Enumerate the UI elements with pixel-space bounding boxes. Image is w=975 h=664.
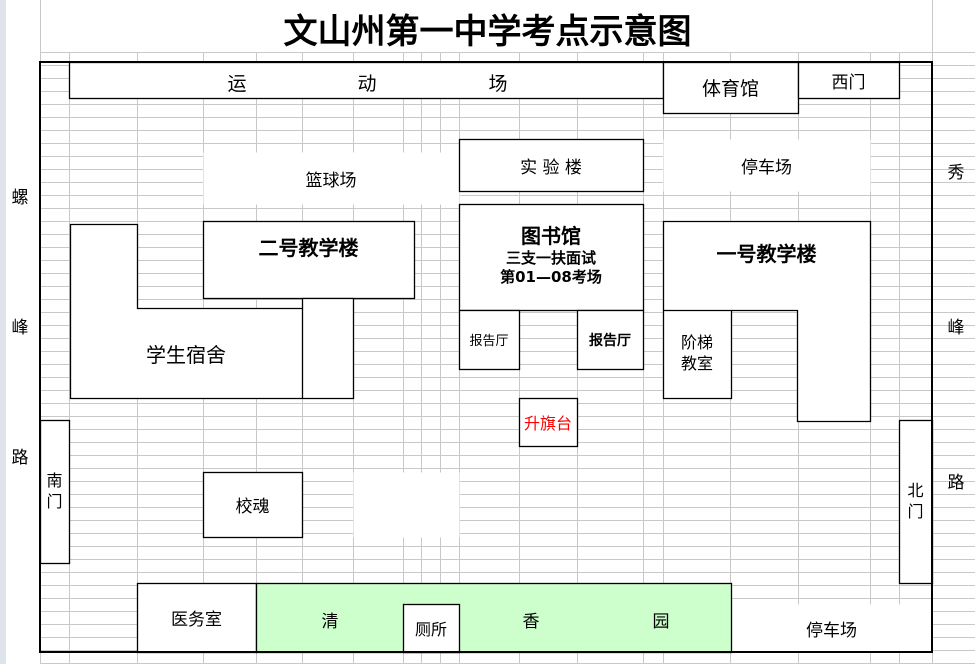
clinic-area [136, 582, 258, 654]
gym: 体育馆 [701, 78, 759, 100]
parking-top-area [663, 139, 871, 192]
building-1-area [662, 220, 872, 423]
clinic: 医务室 [171, 610, 222, 630]
road-right-2: 峰 [947, 317, 965, 338]
parking-bottom: 停车场 [806, 620, 857, 641]
basketball-court: 篮球场 [305, 170, 357, 191]
road-right-3: 路 [947, 472, 965, 493]
building-2-area [202, 220, 416, 300]
flag-platform-area [518, 397, 579, 448]
library-note-2: 第01—08考场 [500, 268, 602, 286]
hall-right: 报告厅 [589, 332, 631, 349]
gym-area [662, 61, 800, 115]
building-1: 一号教学楼 [716, 241, 817, 266]
parking-bottom-area [731, 604, 933, 653]
school-spirit: 校魂 [235, 497, 270, 517]
lab-building: 实 验 楼 [520, 157, 582, 178]
lecture-hall-line-2: 教室 [680, 354, 713, 373]
flag-platform: 升旗台 [523, 414, 572, 433]
south-gate-line-2: 门 [46, 491, 63, 511]
west-gate: 西门 [831, 72, 866, 93]
basketball-court-area [203, 152, 460, 205]
dormitory: 学生宿舍 [146, 342, 226, 367]
north-gate-line-1: 北 [907, 480, 924, 500]
sports-field-label-1: 运 [227, 72, 247, 95]
hall-left-area [458, 309, 521, 371]
road-right-1: 秀 [947, 162, 965, 183]
open-area [353, 472, 460, 538]
garden-label-2: 香 [522, 611, 540, 632]
road-left-2: 峰 [11, 317, 29, 338]
toilet-area [402, 603, 461, 654]
lecture-hall: 阶梯 教室 [663, 310, 731, 398]
north-gate: 北 门 [899, 420, 932, 583]
sports-field-label-3: 场 [488, 72, 508, 95]
hall-right-area [576, 309, 645, 371]
south-gate-line-1: 南 [46, 470, 63, 490]
library-name: 图书馆 [521, 223, 581, 248]
hall-left: 报告厅 [469, 334, 509, 349]
south-gate: 南 门 [40, 420, 69, 563]
library-area [458, 203, 645, 312]
window-edge [0, 0, 6, 664]
building-2: 二号教学楼 [258, 235, 359, 260]
garden-label-1: 清 [321, 611, 339, 632]
lab-building-area [458, 138, 645, 193]
lecture-hall-line-1: 阶梯 [680, 333, 713, 353]
school-spirit-area [202, 471, 304, 539]
south-gate-area [39, 419, 71, 565]
toilet: 厕所 [414, 620, 447, 639]
parking-top: 停车场 [741, 157, 792, 178]
north-gate-line-2: 门 [907, 501, 924, 521]
campus-boundary [39, 61, 933, 653]
road-left-3: 路 [11, 447, 29, 468]
garden-area [255, 582, 733, 654]
garden-label-3: 园 [652, 611, 670, 632]
library-note-1: 三支一扶面试 [505, 248, 596, 267]
sports-field-area [68, 61, 665, 100]
north-gate-area [898, 419, 934, 585]
page-title: 文山州第一中学考点示意图 [283, 11, 692, 52]
road-left-1: 螺 [11, 187, 29, 208]
sports-field-label-2: 动 [357, 72, 377, 95]
dormitory-area [69, 223, 355, 400]
library: 图书馆 三支一扶面试 第01—08考场 [459, 212, 643, 298]
